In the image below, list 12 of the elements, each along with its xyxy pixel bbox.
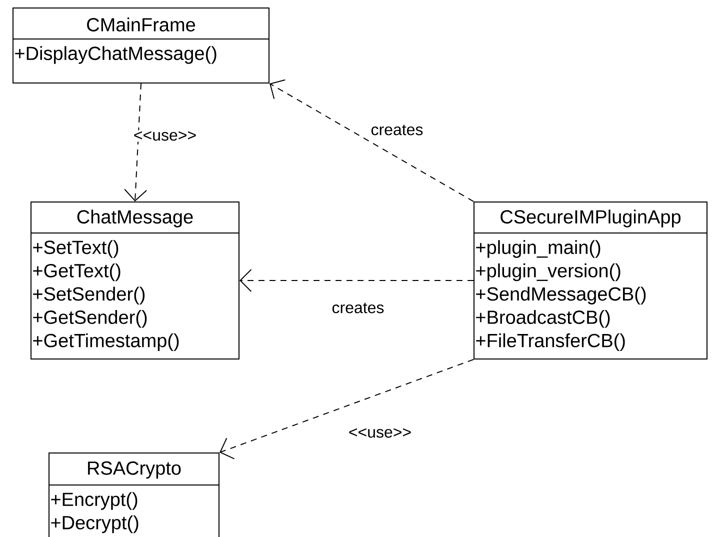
class-box: CSecureIMPluginApp +plugin_main() +plugin_version() +SendMessageCB() +BroadcastCB() +FileTransferCB()	[474, 202, 708, 360]
edge-label: <<use>>	[347, 427, 413, 439]
dependency-arrow	[220, 359, 474, 460]
edge-label: creates	[370, 124, 424, 136]
class-box: ChatMessage +SetText() +GetText() +SetSender() +GetSender() +GetTimestamp()	[30, 202, 240, 360]
edge-label: <<use>>	[132, 130, 198, 142]
class-box: CMainFrame +DisplayChatMessage()	[12, 8, 270, 84]
dependency-arrow	[124, 83, 148, 202]
dependency-arrow	[270, 79, 474, 202]
edge-label: creates	[330, 302, 386, 314]
dependency-arrow	[240, 269, 474, 292]
class-box: RSACrypto +Encrypt() +Decrypt()	[48, 452, 220, 537]
